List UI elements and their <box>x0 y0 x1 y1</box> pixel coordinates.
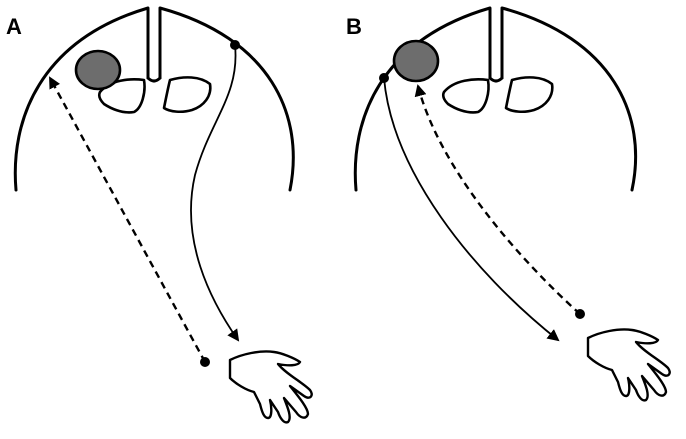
panel-a-left-ventricle <box>97 78 146 114</box>
panel-b-right-hemisphere-outline <box>500 6 637 192</box>
panel-b-right-ventricle <box>504 76 554 114</box>
panel-b-midline-notch <box>488 76 504 83</box>
panel-b-brain-section <box>353 6 637 192</box>
panel-a-brain-section <box>13 6 295 192</box>
panel-a: A <box>6 6 313 424</box>
panel-a-left-hemisphere-outline <box>13 6 150 192</box>
panel-a-midline-notch <box>146 76 162 83</box>
panel-b-hand-icon <box>586 328 671 402</box>
panel-a-label: A <box>6 14 22 39</box>
panel-b-efferent-pathway <box>383 77 560 342</box>
panel-a-right-ventricle <box>162 76 212 114</box>
panel-a-right-hemisphere-outline <box>158 6 295 192</box>
panel-b-afferent-pathway <box>414 84 581 315</box>
panel-a-hand-icon <box>228 350 313 424</box>
panel-a-efferent-pathway <box>190 44 240 342</box>
panel-a-lesion <box>74 49 122 91</box>
panel-b-lesion <box>392 39 440 83</box>
panel-a-afferent-pathway <box>48 76 207 363</box>
panel-b-label: B <box>346 14 362 39</box>
panel-b-left-ventricle <box>441 78 490 114</box>
panel-b: B <box>346 6 671 402</box>
